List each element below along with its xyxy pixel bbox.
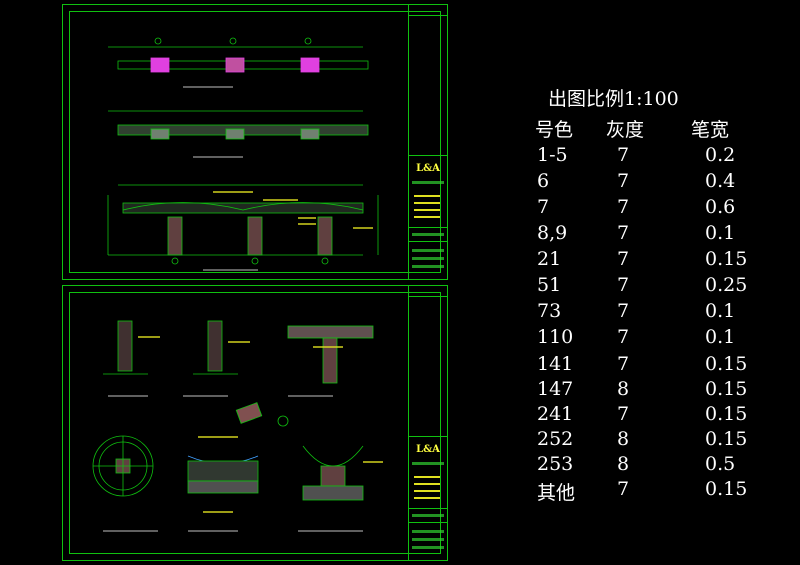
legend-pen-width: 0.15 bbox=[705, 248, 748, 270]
legend-pen-width: 0.2 bbox=[705, 144, 736, 166]
legend-gray-value: 7 bbox=[617, 170, 630, 192]
legend-color-number: 147 bbox=[537, 378, 574, 400]
drawing-sheet-bottom[interactable]: L&A bbox=[62, 285, 448, 561]
legend-pen-width: 0.15 bbox=[705, 478, 748, 500]
legend-color-number: 8,9 bbox=[537, 222, 568, 244]
legend-gray-value: 7 bbox=[617, 144, 630, 166]
legend-gray-value: 7 bbox=[617, 353, 630, 375]
legend-pen-width: 0.1 bbox=[705, 326, 736, 348]
title-block: L&A bbox=[408, 5, 447, 279]
legend-pen-width: 0.15 bbox=[705, 378, 748, 400]
legend-pen-width: 0.15 bbox=[705, 403, 748, 425]
detail-drawing-bottom bbox=[92, 320, 383, 532]
legend-color-number: 241 bbox=[537, 403, 574, 425]
legend-gray-value: 7 bbox=[617, 248, 630, 270]
legend-color-number: 1-5 bbox=[537, 144, 568, 166]
legend-color-number: 73 bbox=[537, 300, 562, 322]
legend-gray-value: 8 bbox=[617, 428, 630, 450]
sheet-border bbox=[69, 292, 441, 554]
legend-pen-width: 0.25 bbox=[705, 274, 748, 296]
legend-color-number: 21 bbox=[537, 248, 562, 270]
legend-color-number: 110 bbox=[537, 326, 574, 348]
header-width: 笔宽 bbox=[691, 119, 730, 141]
legend-color-number: 253 bbox=[537, 453, 574, 475]
legend-color-number: 252 bbox=[537, 428, 574, 450]
sheet-border bbox=[69, 11, 441, 273]
legend-pen-width: 0.4 bbox=[705, 170, 736, 192]
legend-color-number: 141 bbox=[537, 353, 574, 375]
legend-pen-width: 0.1 bbox=[705, 300, 736, 322]
legend-gray-value: 8 bbox=[617, 378, 630, 400]
legend-gray-value: 8 bbox=[617, 453, 630, 475]
legend-pen-width: 0.5 bbox=[705, 453, 736, 475]
legend-color-number: 7 bbox=[537, 196, 550, 218]
legend-color-number: 其他 bbox=[537, 482, 576, 504]
plan-drawing-top bbox=[107, 37, 379, 271]
legend-gray-value: 7 bbox=[617, 478, 630, 500]
legend-pen-width: 0.1 bbox=[705, 222, 736, 244]
legend-gray-value: 7 bbox=[617, 274, 630, 296]
firm-logo: L&A bbox=[416, 444, 440, 455]
header-gray: 灰度 bbox=[606, 119, 645, 141]
drawing-sheet-top[interactable]: L&A bbox=[62, 4, 448, 280]
legend-color-number: 51 bbox=[537, 274, 562, 296]
firm-logo: L&A bbox=[416, 163, 440, 174]
legend-gray-value: 7 bbox=[617, 222, 630, 244]
legend-gray-value: 7 bbox=[617, 196, 630, 218]
header-color: 号色 bbox=[535, 119, 574, 141]
legend-color-number: 6 bbox=[537, 170, 550, 192]
legend-title: 出图比例1:100 bbox=[548, 88, 679, 110]
legend-gray-value: 7 bbox=[617, 403, 630, 425]
title-block: L&A bbox=[408, 286, 447, 560]
legend-gray-value: 7 bbox=[617, 300, 630, 322]
legend-pen-width: 0.15 bbox=[705, 353, 748, 375]
legend-gray-value: 7 bbox=[617, 326, 630, 348]
legend-pen-width: 0.15 bbox=[705, 428, 748, 450]
legend-pen-width: 0.6 bbox=[705, 196, 736, 218]
